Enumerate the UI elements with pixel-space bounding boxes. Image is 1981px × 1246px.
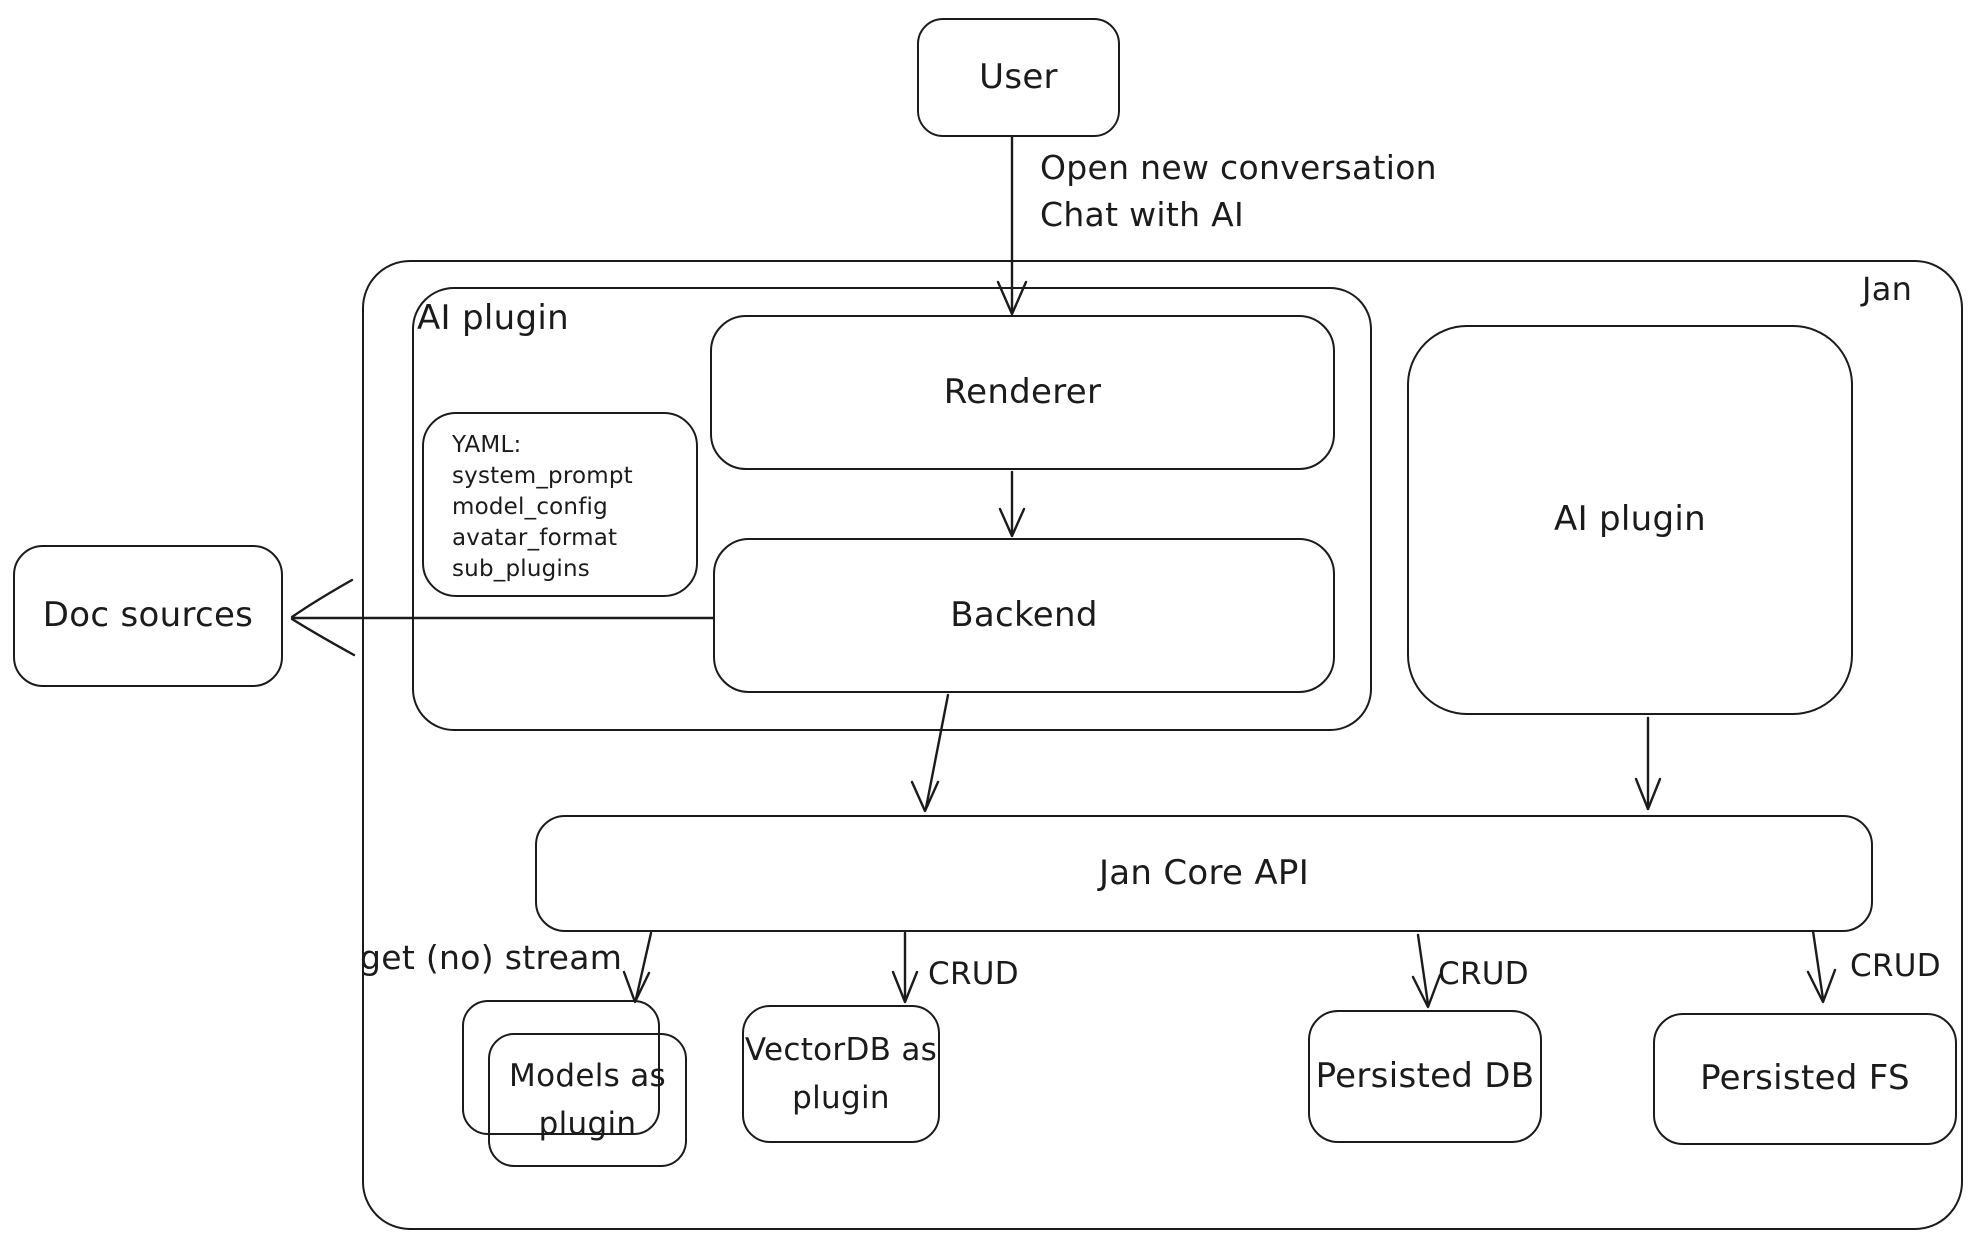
user-node: User [917,18,1120,137]
jan-core-api-node-label: Jan Core API [1098,852,1310,893]
renderer-node: Renderer [710,315,1335,470]
edge-label-user-action: Open new conversation Chat with AI [1040,144,1437,238]
edge-label-crud-db: CRUD [1438,956,1529,992]
persisted-fs-node-label: Persisted FS [1700,1058,1910,1099]
edge-label-stream: get (no) stream [360,938,623,977]
yaml-note-line: sub_plugins [452,556,590,582]
vectordb-plugin-node-label: VectorDB as plugin [744,1031,938,1116]
vectordb-plugin-node: VectorDB as plugin [742,1005,940,1143]
persisted-fs-node: Persisted FS [1653,1013,1957,1145]
edge-label-user-action-line1: Open new conversation [1040,148,1437,187]
yaml-note-box: YAML: system_prompt model_config avatar_… [422,412,698,597]
backend-node: Backend [713,538,1335,693]
ai-plugin-right-node-label: AI plugin [1554,499,1706,540]
jan-container-label: Jan [1862,270,1913,308]
backend-node-label: Backend [950,594,1098,635]
renderer-node-label: Renderer [943,371,1102,412]
jan-container-box [362,260,1963,1230]
yaml-note-text: YAML: system_prompt model_config avatar_… [424,414,633,585]
models-plugin-node-label: Models as plugin [509,1057,666,1142]
yaml-note-line: YAML: [452,432,522,458]
yaml-note-line: avatar_format [452,525,618,551]
persisted-db-node-label: Persisted DB [1315,1055,1535,1096]
edge-label-user-action-line2: Chat with AI [1040,195,1245,234]
edge-label-crud-vectordb: CRUD [928,956,1019,992]
doc-sources-node-label: Doc sources [42,595,254,636]
ai-plugin-left-container-box [412,287,1372,731]
ai-plugin-right-node: AI plugin [1407,325,1853,715]
edge-label-crud-fs: CRUD [1850,948,1941,984]
persisted-db-node: Persisted DB [1308,1010,1542,1143]
models-plugin-node: Models as plugin [488,1033,687,1167]
jan-core-api-node: Jan Core API [535,815,1873,932]
yaml-note-line: system_prompt [452,463,633,489]
ai-plugin-left-label: AI plugin [417,298,569,338]
models-plugin-back-box [462,1000,660,1135]
doc-sources-node: Doc sources [13,545,283,687]
yaml-note-line: model_config [452,494,608,520]
user-node-label: User [979,56,1058,97]
